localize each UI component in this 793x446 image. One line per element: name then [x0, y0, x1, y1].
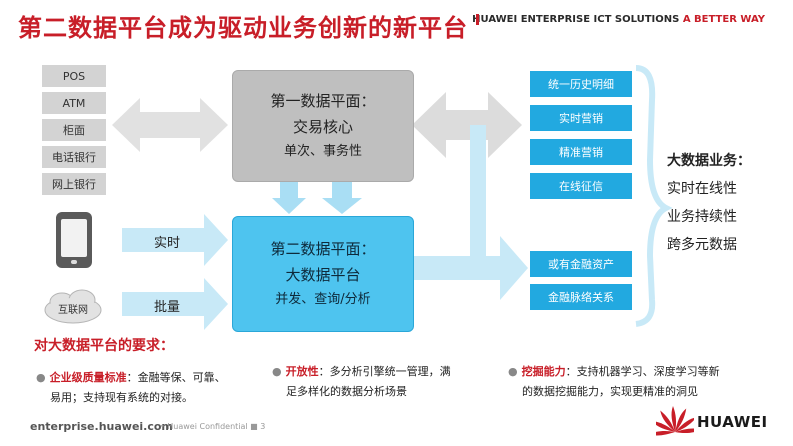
channel-phone-bank: 电话银行 — [42, 146, 106, 168]
realtime-label: 实时 — [154, 236, 181, 251]
right-brace — [635, 65, 673, 327]
page-number: 3 — [260, 422, 266, 431]
requirements-title: 对大数据平台的要求： — [34, 338, 174, 354]
tagline-accent: A BETTER WAY — [682, 14, 765, 25]
req1-text1: ：金融等保、可靠、 — [126, 371, 226, 384]
req3-text2: 的数据挖掘能力，实现更精准的洞见 — [522, 385, 698, 398]
requirement-openness: ●开放性：多分析引擎统一管理，满 足多样化的数据分析场景 — [272, 362, 497, 402]
requirement-mining: ●挖掘能力：支持机器学习、深度学习等新 的数据挖掘能力，实现更精准的洞见 — [508, 362, 778, 402]
box-financial-relations: 金融脉络关系 — [530, 284, 632, 310]
internet-label: 互联网 — [58, 305, 88, 316]
plane1-desc: 单次、事务性 — [283, 144, 362, 159]
box-unified-history: 统一历史明细 — [530, 71, 632, 97]
channel-counter: 柜面 — [42, 119, 106, 141]
arrow-down-right — [322, 182, 362, 214]
footer-confidential: • Huawei Confidential ■ 3 — [160, 422, 266, 431]
huawei-logo-text: HUAWEI — [697, 413, 768, 431]
channel-atm: ATM — [42, 92, 106, 114]
header-tagline: HUAWEI ENTERPRISE ICT SOLUTIONS A BETTER… — [472, 14, 765, 25]
box-precision-marketing: 精准营销 — [530, 139, 632, 165]
arrow-connector-up — [470, 125, 486, 132]
arrow-batch — [122, 278, 228, 330]
second-data-plane: 第二数据平面： 大数据平台 并发、查询/分析 — [232, 216, 414, 332]
big-data-item: 实时在线性 — [667, 181, 737, 197]
plane2-title: 第二数据平面： — [270, 240, 376, 258]
plane1-subtitle: 交易核心 — [292, 118, 353, 136]
arrow-plane1-right — [412, 92, 522, 158]
first-data-plane: 第一数据平面： 交易核心 单次、事务性 — [232, 70, 414, 182]
channel-online-bank: 网上银行 — [42, 173, 106, 195]
req1-key: 企业级质量标准 — [49, 371, 127, 384]
requirement-quality: ●企业级质量标准：金融等保、可靠、 易用；支持现有系统的对接。 — [36, 368, 261, 408]
req2-key: 开放性 — [285, 365, 319, 378]
footer-confidential-text: Huawei Confidential — [167, 422, 248, 431]
box-realtime-marketing: 实时营销 — [530, 105, 632, 131]
big-data-item: 跨多元数据 — [667, 237, 737, 253]
req2-text1: ：多分析引擎统一管理，满 — [318, 365, 451, 378]
arrow-down-left — [272, 182, 306, 214]
big-data-item: 业务持续性 — [667, 209, 737, 225]
plane2-subtitle: 大数据平台 — [285, 266, 361, 284]
footer-url[interactable]: enterprise.huawei.com — [30, 420, 173, 433]
req3-text1: ：支持机器学习、深度学习等新 — [565, 365, 720, 378]
req1-text2: 易用；支持现有系统的对接。 — [50, 391, 193, 404]
tagline-main: HUAWEI ENTERPRISE ICT SOLUTIONS — [472, 14, 683, 25]
mobile-phone-icon — [56, 212, 92, 268]
arrow-plane2-right — [412, 130, 528, 300]
plane1-title: 第一数据平面： — [270, 92, 376, 110]
arrow-channels-plane1 — [112, 98, 228, 152]
big-data-heading: 大数据业务： — [667, 153, 751, 169]
box-contingent-assets: 或有金融资产 — [530, 251, 632, 277]
internet-cloud-icon — [44, 289, 102, 324]
huawei-logo-icon — [656, 406, 694, 436]
plane2-desc: 并发、查询/分析 — [275, 292, 371, 307]
batch-label: 批量 — [154, 300, 181, 315]
req2-text2: 足多样化的数据分析场景 — [286, 385, 407, 398]
page-title: 第二数据平台成为驱动业务创新的新平台 — [18, 14, 468, 42]
arrow-realtime — [122, 214, 228, 266]
req3-key: 挖掘能力 — [521, 365, 566, 378]
box-online-credit: 在线征信 — [530, 173, 632, 199]
channel-pos: POS — [42, 65, 106, 87]
